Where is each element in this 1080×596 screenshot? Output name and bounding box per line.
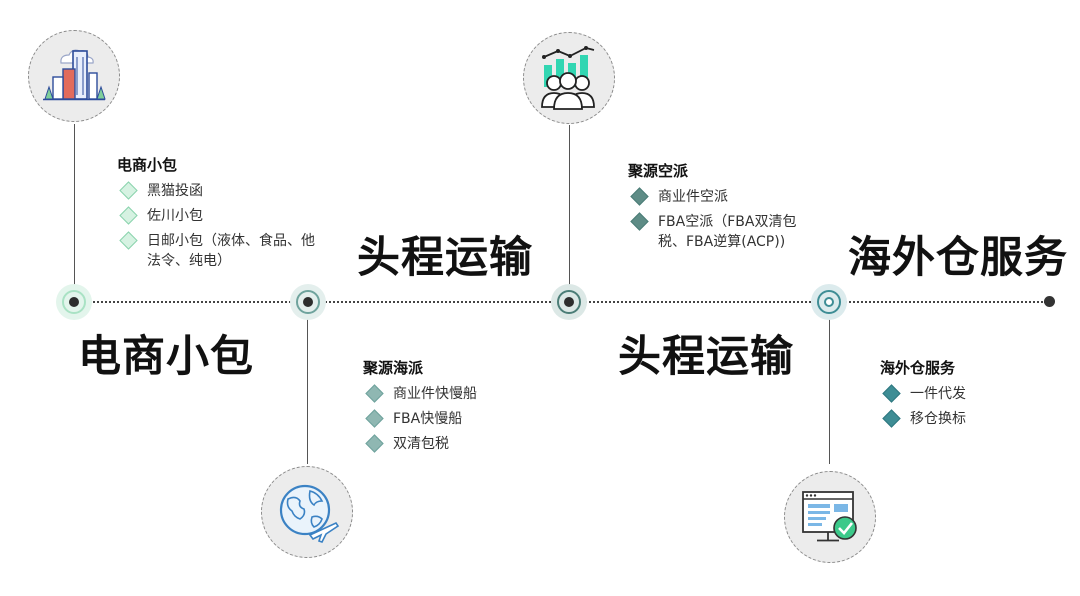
big-title-1: 电商小包 — [78, 332, 254, 382]
section-title: 聚源海派 — [363, 359, 424, 377]
timeline-node-4 — [811, 284, 847, 320]
city-buildings-icon — [28, 30, 120, 122]
list-item: 移仓换标 — [880, 409, 1040, 429]
connector-2 — [307, 302, 308, 464]
list-item: FBA空派（FBA双清包税、FBA逆算(ACP)) — [628, 212, 813, 252]
timeline-end-dot — [1044, 296, 1055, 307]
list-item: 黑猫投函 — [117, 181, 317, 201]
timeline-node-1 — [56, 284, 92, 320]
connector-3 — [569, 125, 570, 301]
section-air-freight: 聚源空派 商业件空派 FBA空派（FBA双清包税、FBA逆算(ACP)) — [628, 160, 813, 257]
list-item: 双清包税 — [363, 434, 543, 454]
connector-1 — [74, 124, 75, 300]
section-title: 海外仓服务 — [880, 359, 956, 377]
diamond-bullet-icon — [630, 212, 649, 231]
diamond-bullet-icon — [119, 181, 138, 200]
diamond-bullet-icon — [365, 434, 384, 453]
list-item: 一件代发 — [880, 384, 1040, 404]
timeline-node-2 — [290, 284, 326, 320]
web-page-check-icon — [784, 471, 876, 563]
list-item: 商业件快慢船 — [363, 384, 543, 404]
list-item: 商业件空派 — [628, 187, 813, 207]
big-title-4: 海外仓服务 — [848, 233, 1068, 283]
list-item: FBA快慢船 — [363, 409, 543, 429]
diamond-bullet-icon — [365, 409, 384, 428]
section-title: 聚源空派 — [628, 162, 689, 180]
list-item: 日邮小包（液体、食品、他法令、纯电） — [117, 231, 317, 271]
team-growth-chart-icon — [523, 32, 615, 124]
globe-airplane-icon — [261, 466, 353, 558]
section-sea-freight: 聚源海派 商业件快慢船 FBA快慢船 双清包税 — [363, 357, 543, 459]
section-overseas-warehouse: 海外仓服务 一件代发 移仓换标 — [880, 357, 1040, 434]
list-item: 佐川小包 — [117, 206, 317, 226]
section-title: 电商小包 — [117, 156, 178, 174]
diamond-bullet-icon — [119, 206, 138, 225]
diamond-bullet-icon — [882, 384, 901, 403]
big-title-2: 头程运输 — [357, 233, 533, 283]
diamond-bullet-icon — [365, 384, 384, 403]
diamond-bullet-icon — [630, 187, 649, 206]
connector-4 — [829, 302, 830, 464]
section-ecommerce-parcel: 电商小包 黑猫投函 佐川小包 日邮小包（液体、食品、他法令、纯电） — [117, 154, 317, 276]
big-title-3: 头程运输 — [618, 332, 794, 382]
timeline-node-3 — [551, 284, 587, 320]
diamond-bullet-icon — [882, 409, 901, 428]
diamond-bullet-icon — [119, 231, 138, 250]
